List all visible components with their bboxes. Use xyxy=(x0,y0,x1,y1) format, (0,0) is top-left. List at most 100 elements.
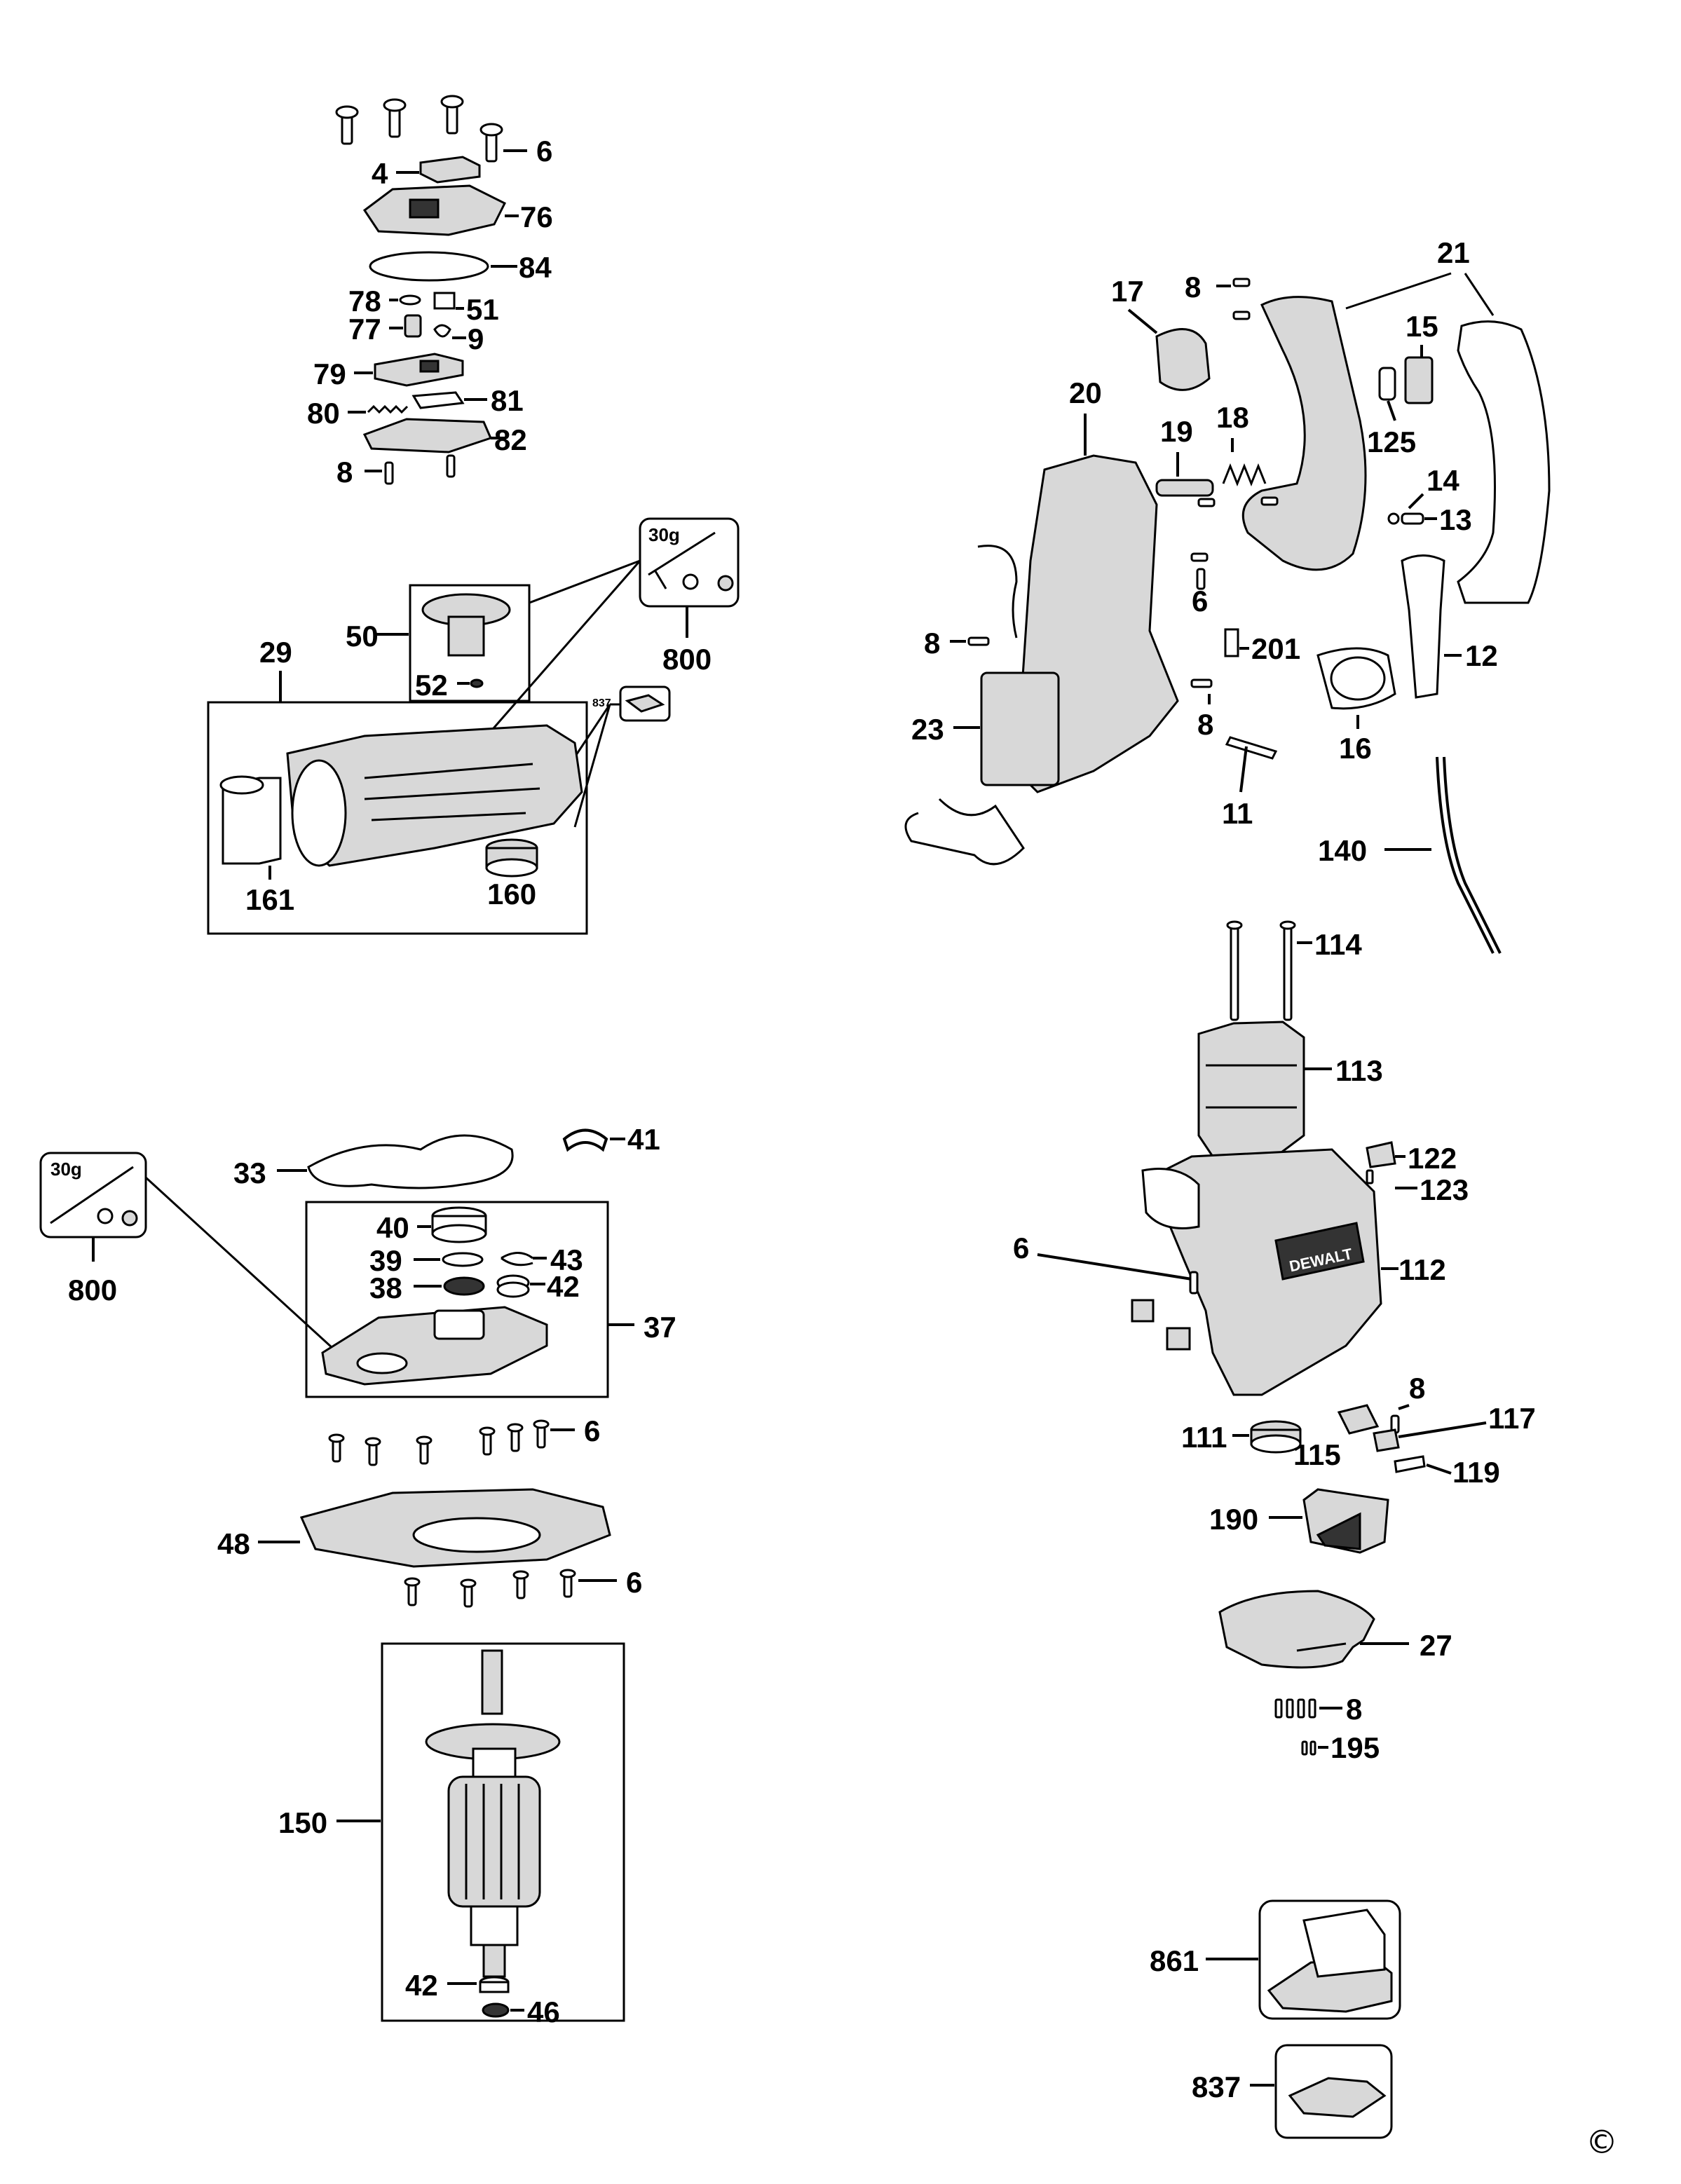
label-51: 51 xyxy=(466,293,499,326)
label-40: 40 xyxy=(376,1211,409,1244)
label-8-handle-low: 8 xyxy=(1197,708,1213,741)
insert-part-837 xyxy=(1288,2077,1387,2118)
label-77: 77 xyxy=(348,313,381,346)
label-19: 19 xyxy=(1160,415,1193,448)
label-33: 33 xyxy=(233,1156,266,1189)
handle-half-part-21-right xyxy=(1457,320,1551,604)
label-14: 14 xyxy=(1427,464,1459,497)
label-117: 117 xyxy=(1488,1402,1536,1435)
label-42-bottom: 42 xyxy=(405,1969,438,2002)
cable-part-140 xyxy=(1436,756,1495,954)
label-82: 82 xyxy=(494,423,527,456)
label-76: 76 xyxy=(520,200,553,233)
label-9: 9 xyxy=(468,322,484,355)
gear-housing-assembly: 29 50 52 30g 800 837 161 xyxy=(207,517,740,935)
label-12: 12 xyxy=(1465,639,1498,672)
label-8-motor: 8 xyxy=(1409,1372,1425,1405)
label-150: 150 xyxy=(278,1806,327,1839)
label-6-motor: 6 xyxy=(1013,1231,1029,1264)
clip-part-41 xyxy=(562,1128,608,1152)
top-cover-assembly: 6 4 76 84 78 51 77 9 79 80 xyxy=(307,95,553,489)
armature-assembly: 150 42 46 xyxy=(278,1642,625,2028)
label-125: 125 xyxy=(1367,425,1416,458)
part-201 xyxy=(1224,628,1239,657)
shaft-part-19 xyxy=(1155,479,1214,497)
label-17: 17 xyxy=(1111,275,1144,308)
box-29 xyxy=(207,701,588,935)
label-111: 111 xyxy=(1181,1421,1227,1454)
plate-part-82 xyxy=(362,418,493,453)
motor-housing-assembly: 114 113 122 123 DEWALT 112 6 8 115 xyxy=(1013,920,1536,1764)
label-160: 160 xyxy=(487,878,536,910)
label-21: 21 xyxy=(1437,236,1470,269)
label-6-lower: 6 xyxy=(626,1566,642,1599)
box-50 xyxy=(409,584,531,702)
label-8-cap: 8 xyxy=(1346,1693,1362,1726)
label-112: 112 xyxy=(1398,1253,1446,1286)
label-80: 80 xyxy=(307,397,340,430)
end-cap-part-27 xyxy=(1218,1590,1375,1669)
label-113: 113 xyxy=(1335,1054,1383,1087)
cable-boot-part-12 xyxy=(1401,554,1445,699)
screws-6-lower xyxy=(404,1569,576,1608)
label-18: 18 xyxy=(1216,401,1249,434)
label-27: 27 xyxy=(1420,1629,1452,1662)
label-16: 16 xyxy=(1339,732,1372,765)
pin-part-11 xyxy=(1225,736,1278,760)
accessories: 861 837 xyxy=(1150,1899,1401,2139)
label-37: 37 xyxy=(644,1311,676,1344)
ring-part-161 xyxy=(222,777,282,865)
box-37 xyxy=(305,1201,609,1398)
label-50: 50 xyxy=(346,620,379,653)
label-195: 195 xyxy=(1330,1731,1380,1764)
copyright-symbol: © xyxy=(1586,2123,1618,2161)
label-8-top: 8 xyxy=(336,456,353,489)
label-39: 39 xyxy=(369,1244,402,1277)
label-13: 13 xyxy=(1439,503,1472,536)
label-79: 79 xyxy=(313,357,346,390)
gasket-part-33 xyxy=(307,1134,514,1189)
label-29: 29 xyxy=(259,636,292,669)
label-48: 48 xyxy=(217,1527,250,1560)
label-201: 201 xyxy=(1251,632,1300,665)
label-161: 161 xyxy=(245,883,294,916)
label-23: 23 xyxy=(911,713,944,746)
boot-part-17 xyxy=(1155,328,1211,391)
brush-part-115 xyxy=(1337,1404,1380,1435)
label-8-handle-top: 8 xyxy=(1185,271,1201,303)
plate-part-79 xyxy=(374,353,464,387)
label-15: 15 xyxy=(1406,310,1438,343)
label-6-handle: 6 xyxy=(1192,585,1208,617)
armature-shaft-top xyxy=(481,1649,503,1715)
label-123: 123 xyxy=(1420,1173,1469,1206)
armature-part-150 xyxy=(447,1775,541,1908)
box-150 xyxy=(381,1642,625,2022)
label-122: 122 xyxy=(1408,1142,1457,1175)
label-6-mid: 6 xyxy=(584,1414,600,1447)
handle-half-part-21-left xyxy=(1241,296,1367,571)
grease-label-mid: 30g xyxy=(50,1159,82,1180)
label-38: 38 xyxy=(369,1271,402,1304)
label-190: 190 xyxy=(1209,1503,1258,1536)
label-861: 861 xyxy=(1150,1944,1199,1977)
label-78: 78 xyxy=(348,285,381,318)
label-837: 837 xyxy=(1192,2070,1241,2103)
label-43: 43 xyxy=(550,1243,583,1276)
label-11: 11 xyxy=(1222,797,1253,830)
label-52: 52 xyxy=(415,669,448,702)
switch-part-15 xyxy=(1404,356,1434,404)
grease-label-top: 30g xyxy=(648,524,680,545)
o-ring-part-84 xyxy=(369,251,489,282)
screw-6-top xyxy=(335,95,503,163)
label-84: 84 xyxy=(519,251,552,284)
label-4: 4 xyxy=(372,157,388,190)
label-20: 20 xyxy=(1069,376,1102,409)
label-6-top: 6 xyxy=(536,135,552,168)
label-837-small: 837 xyxy=(592,697,611,709)
label-8-handle-left: 8 xyxy=(924,627,940,660)
label-119: 119 xyxy=(1452,1456,1500,1489)
label-114: 114 xyxy=(1314,928,1362,961)
wiring-part-23 xyxy=(904,545,1025,866)
screws-6-mid xyxy=(328,1419,550,1466)
